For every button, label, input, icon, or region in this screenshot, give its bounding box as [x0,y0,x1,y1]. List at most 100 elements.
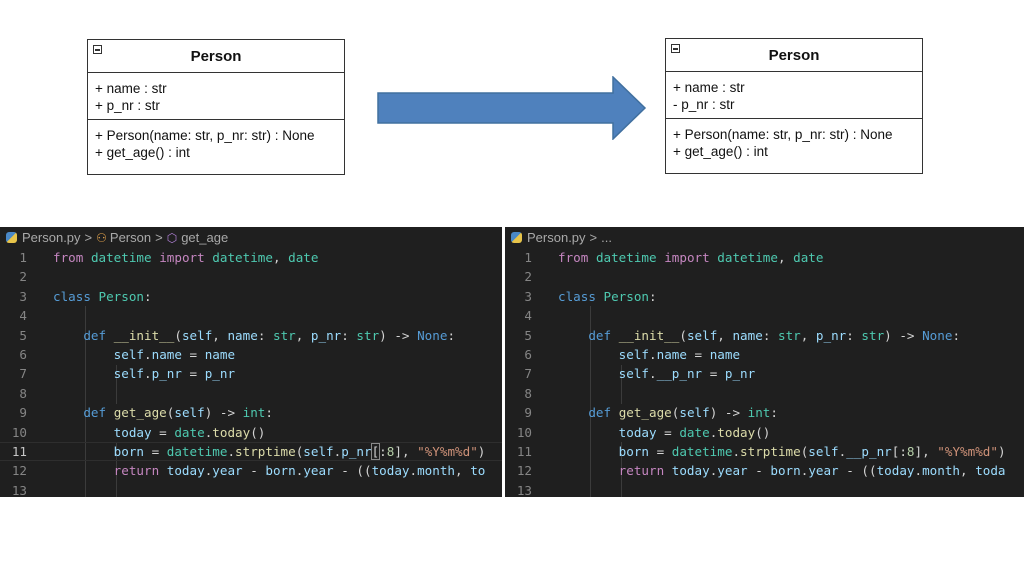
punct: , [401,443,418,459]
punct: ] [914,443,923,459]
punct: , [777,250,794,265]
punct: ( [671,405,680,421]
breadcrumb-file[interactable]: Person.py [22,230,81,245]
uml-class-header: Person [88,40,344,73]
punct: : [447,327,456,343]
breadcrumb-class[interactable]: Person [109,230,152,245]
identifier: born [265,463,296,479]
attribute: name [151,346,182,362]
line-number: 7 [19,366,27,382]
uml-class-name: Person [768,46,820,64]
identifier: self [618,366,650,382]
class-name: datetime [671,443,733,459]
class-name: date [679,424,710,440]
indent-guide [621,442,622,497]
attribute: name [656,346,687,362]
uml-method: + get_age() : int [673,144,768,159]
punct: ( [679,327,687,343]
line-number: 2 [524,269,532,285]
punct: . [732,443,741,459]
line-number: 7 [524,366,532,382]
punct: : [952,327,961,343]
module: datetime [90,250,152,265]
chevron-right-icon: > [589,230,598,245]
punct: - (( [838,463,877,479]
function-name: strptime [740,443,801,459]
param: p_nr [815,327,847,343]
punct: . [914,463,923,479]
chevron-right-icon: > [84,230,93,245]
identifier: p_nr [204,366,236,382]
breadcrumb-file[interactable]: Person.py [527,230,586,245]
punct: () [755,424,771,440]
param: self [679,405,710,421]
line-number: 1 [19,250,27,265]
code-line: 12 return today.year - born.year - ((tod… [505,461,1024,480]
punct: ) [477,443,486,459]
punct: , [212,327,228,343]
identifier: date [288,250,319,265]
punct: : [770,405,778,421]
arrow-shape [377,76,647,140]
punct: - [747,463,771,479]
function-name: get_age [113,405,167,421]
punct: . [295,463,304,479]
identifier: toda [975,463,1006,479]
punct: , [455,463,471,479]
identifier: datetime [717,250,778,265]
chevron-right-icon: > [155,230,163,245]
punct: ] [394,443,402,459]
type: str [272,327,296,343]
param: name [227,327,258,343]
line-number: 3 [524,288,532,304]
identifier: born [618,443,650,459]
module: datetime [595,250,657,265]
code-line: 5 def __init__(self, name: str, p_nr: st… [505,326,1024,345]
punct: = [686,346,710,362]
attribute: __p_nr [656,366,703,382]
uml-method: + get_age() : int [95,145,190,160]
attribute: month [417,463,456,479]
uml-attribute: + name : str [673,80,745,95]
keyword: return [618,463,665,479]
keyword: from [53,250,84,265]
line-number: 8 [524,385,532,401]
breadcrumb-method[interactable]: get_age [181,230,229,245]
punct: . [649,366,657,382]
code-line: 10 today = date.today() [505,423,1024,442]
keyword: def [83,405,107,421]
right-arrow-icon [377,76,647,140]
attribute: year [808,463,839,479]
breadcrumb: Person.py > ⚇ Person > ⬡ get_age [0,227,502,248]
punct: : [257,327,273,343]
attribute: __p_nr [846,443,892,459]
identifier: today [671,463,710,479]
breadcrumb-more[interactable]: ... [601,230,612,245]
punct: - [242,463,266,479]
code-line: 10 today = date.today() [0,423,502,442]
attribute: year [212,463,243,479]
identifier: born [113,443,145,459]
punct: () [250,424,266,440]
line-number: 10 [11,424,27,440]
code-line: 2 [0,267,502,286]
line-number: 13 [11,482,27,497]
keyword: None [922,327,953,343]
collapse-icon[interactable] [93,45,102,54]
punct: = [649,443,672,459]
identifier: self [618,346,650,362]
line-number: 6 [524,346,532,362]
punct: : [379,443,387,459]
punct: = [702,366,725,382]
punct: = [151,424,175,440]
uml-attribute: + name : str [95,81,167,96]
collapse-icon[interactable] [671,44,680,53]
indent-guide [85,306,86,497]
punct: = [656,424,680,440]
line-number: 2 [19,269,27,285]
punct: , [295,327,311,343]
keyword: def [588,327,612,343]
